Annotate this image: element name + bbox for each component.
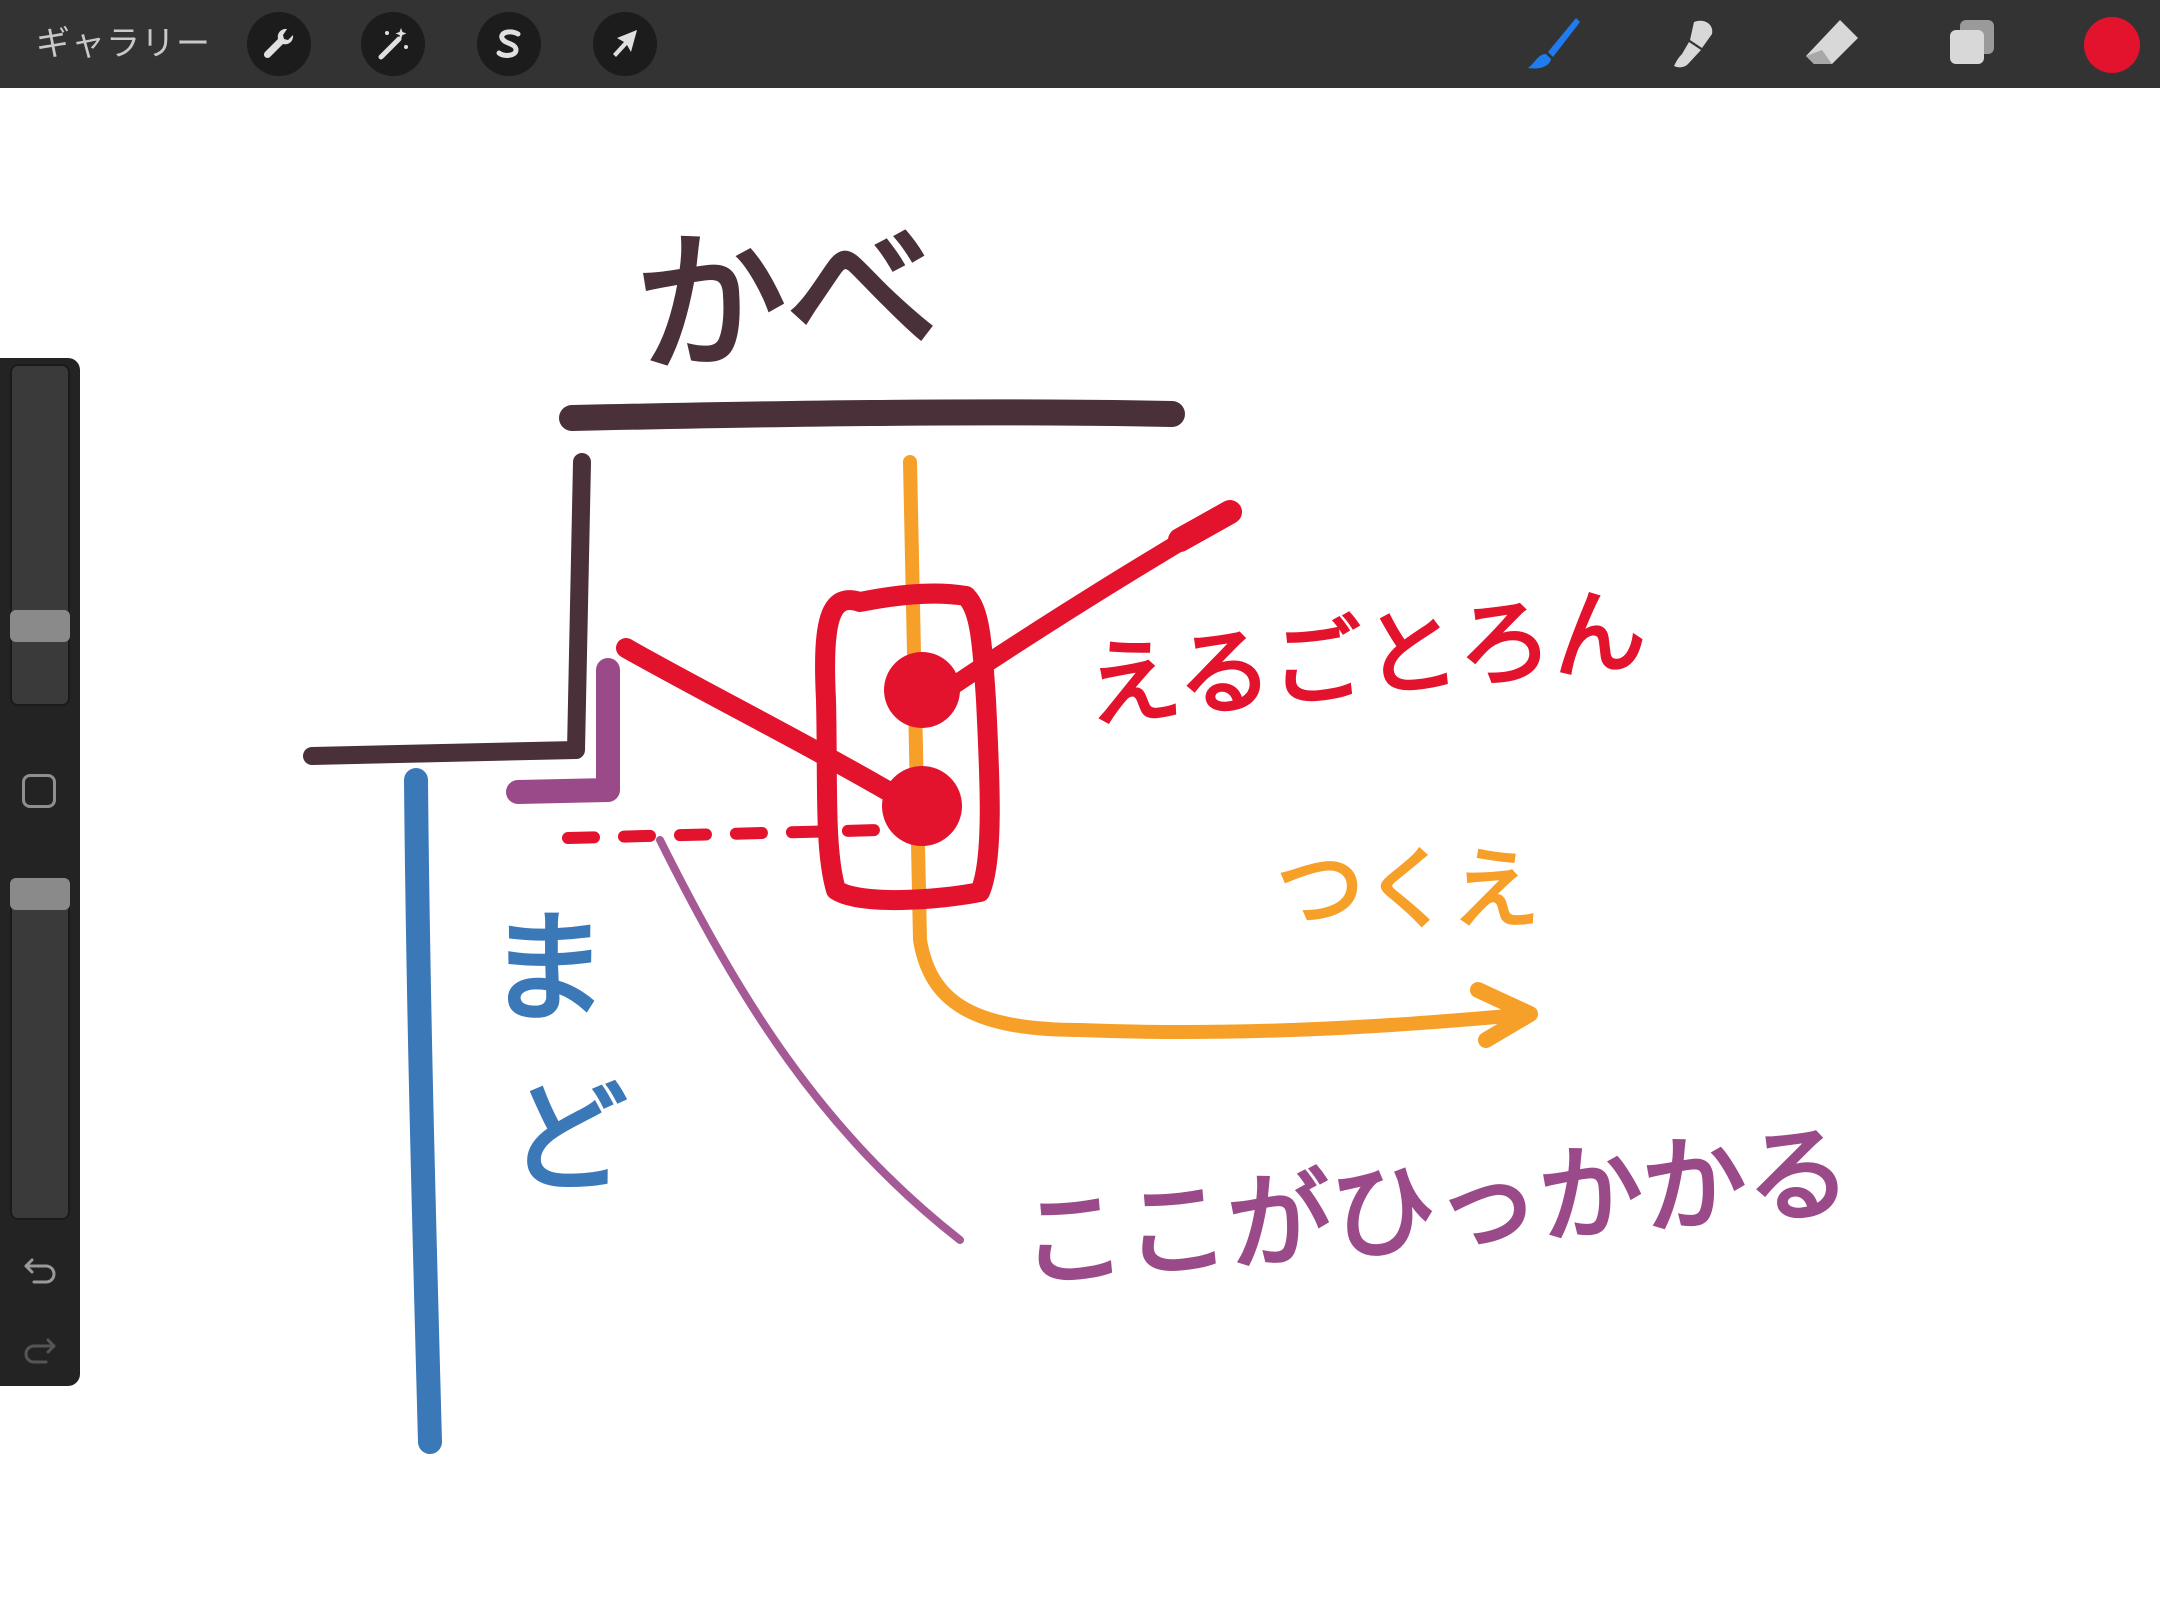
paint-tool-button[interactable] [1520, 12, 1584, 76]
window-label-2: ど [508, 1070, 628, 1209]
redo-icon[interactable] [20, 1328, 60, 1368]
desk-label: つくえ [1276, 838, 1540, 941]
square-modify-icon[interactable] [22, 774, 56, 808]
cable-dot-lower [882, 766, 962, 846]
snag-label: ここがひっかかる [1016, 1111, 1855, 1305]
undo-icon[interactable] [20, 1248, 60, 1288]
cable-dot-upper [884, 652, 960, 728]
arrow-cursor-icon [613, 30, 637, 57]
selection-button[interactable] [477, 12, 541, 76]
brush-size-slider[interactable] [10, 364, 70, 706]
selection-s-icon [496, 29, 521, 58]
snag-drawing [506, 658, 964, 1244]
actions-button[interactable] [247, 12, 311, 76]
transform-button[interactable] [593, 12, 657, 76]
window-label-1: ま [488, 900, 608, 1039]
window-drawing [404, 768, 442, 1454]
left-sidebar [0, 358, 80, 1386]
wall-drawing [303, 399, 1185, 765]
brush-size-thumb[interactable] [10, 610, 70, 642]
brush-icon [1528, 18, 1580, 69]
opacity-thumb[interactable] [10, 878, 70, 910]
magic-wand-icon [378, 28, 408, 60]
drawing-canvas[interactable]: かべ ま ど えるごとろん つくえ ここがひっかかる [0, 88, 2160, 1620]
smudge-icon [1674, 20, 1713, 68]
wrench-icon [263, 28, 294, 59]
color-picker-button[interactable] [2084, 17, 2140, 73]
cable-label: えるごとろん [1081, 576, 1651, 743]
layers-icon [1950, 20, 1994, 64]
wall-label: かべ [630, 201, 941, 396]
layers-button[interactable] [1940, 12, 2004, 76]
desk-drawing [903, 455, 1538, 1048]
adjustments-button[interactable] [361, 12, 425, 76]
top-toolbar: ギャラリー [0, 0, 2160, 88]
eraser-icon [1806, 20, 1858, 64]
opacity-slider[interactable] [10, 880, 70, 1220]
smudge-tool-button[interactable] [1660, 12, 1724, 76]
eraser-tool-button[interactable] [1800, 12, 1864, 76]
gallery-button[interactable]: ギャラリー [36, 24, 211, 64]
cable-dashed-line [562, 824, 886, 844]
cable-drawing [616, 500, 1242, 911]
